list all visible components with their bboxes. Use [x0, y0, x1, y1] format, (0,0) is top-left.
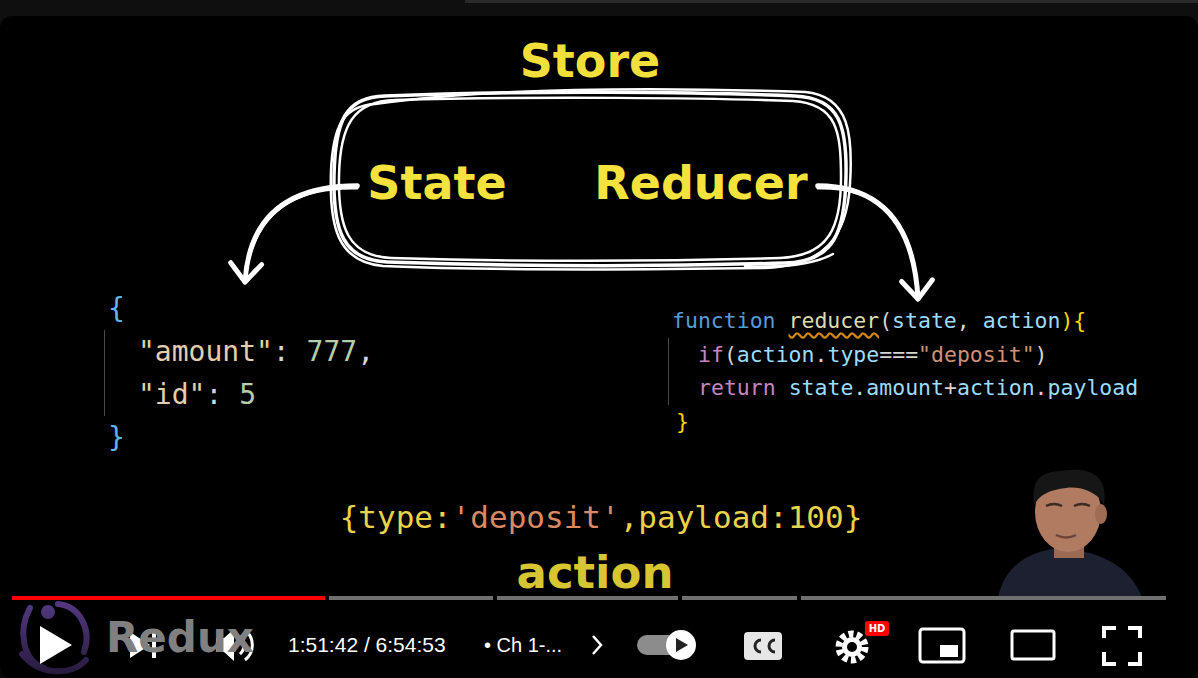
play-button: [40, 626, 72, 664]
code-token: ){: [1060, 308, 1086, 333]
code-token: .: [1035, 375, 1048, 400]
action-object: {type:'deposit',payload:100}: [340, 499, 863, 536]
code-token: ): [1035, 342, 1048, 367]
hd-badge: [865, 621, 889, 636]
time-display: 1:51:42 / 6:54:53: [288, 632, 446, 657]
code-token: 100: [788, 499, 844, 535]
node-text: Reducer: [594, 155, 807, 211]
code-token: ===: [879, 342, 918, 367]
code-token: .: [853, 375, 866, 400]
code-token: }: [676, 409, 689, 434]
state-label: State: [367, 155, 506, 211]
code-token: :: [433, 499, 452, 535]
code-token: :: [769, 499, 788, 535]
code-token: ,: [620, 499, 639, 535]
miniplayer-icon: [920, 629, 964, 662]
store-outline: StoreState Reducer: [325, 26, 855, 276]
arrow-head: [231, 263, 262, 282]
code-token: action: [983, 308, 1061, 333]
code-line: {: [104, 287, 374, 330]
node-text: Store: [325, 26, 855, 89]
reducer-label: Reducer: [594, 155, 807, 211]
chapter-title: • Ch 1-...: [484, 633, 562, 657]
code-token: 5: [239, 378, 256, 411]
code-token: :: [273, 335, 307, 368]
code-token: [776, 308, 789, 333]
presenter-figure: [998, 470, 1142, 598]
code-line: "amount": 777,: [104, 330, 374, 373]
code-line: "id": 5: [104, 373, 374, 416]
code-token: action: [737, 342, 815, 367]
chapter-chevron: [593, 636, 601, 654]
code-line: function reducer(state, action){: [668, 304, 1138, 338]
code-token: ,: [957, 308, 983, 333]
code-line: }: [104, 416, 374, 459]
node-text: State: [367, 155, 506, 211]
state-json-block: {"amount": 777,"id": 5}: [104, 287, 374, 459]
code-token: .: [815, 342, 828, 367]
oval-stroke: [339, 98, 841, 261]
code-line: }: [668, 405, 1138, 439]
code-token: payload: [638, 499, 769, 535]
code-token: +: [944, 375, 957, 400]
code-token: state: [789, 375, 854, 400]
oval-stroke: [331, 89, 851, 269]
reducer-code-block: function reducer(state, action){if(actio…: [668, 304, 1138, 438]
code-token: "deposit": [918, 342, 1035, 367]
code-token: }: [844, 499, 863, 535]
code-line: if(action.type==="deposit"): [668, 338, 1138, 372]
code-token: return: [698, 375, 776, 400]
code-token: "amount": [138, 335, 273, 368]
code-token: payload: [1048, 375, 1139, 400]
code-token: amount: [866, 375, 944, 400]
theater-icon: [1012, 631, 1054, 659]
code-token: 'deposit': [452, 499, 620, 535]
code-token: "id": [138, 378, 205, 411]
code-line: return state.amount+action.payload: [668, 371, 1138, 405]
code-token: ,: [357, 335, 374, 368]
code-token: {: [108, 292, 125, 325]
code-token: function: [672, 308, 776, 333]
arrow-head: [902, 280, 933, 299]
code-token: type: [358, 499, 433, 535]
hd-text: HD: [869, 623, 886, 635]
code-token: [776, 375, 789, 400]
code-token: if: [698, 342, 724, 367]
oval-stroke: [745, 254, 833, 267]
code-token: reducer: [789, 308, 880, 333]
action-caption: action: [517, 546, 674, 600]
code-token: state: [892, 308, 957, 333]
code-token: :: [205, 378, 239, 411]
code-token: (: [724, 342, 737, 367]
curved-arrow: [818, 186, 933, 299]
code-token: action: [957, 375, 1035, 400]
code-token: }: [108, 421, 125, 454]
captions-icon: [744, 632, 782, 660]
code-token: {: [340, 499, 359, 535]
oval-stroke: [334, 92, 846, 265]
autoplay-toggle: [637, 630, 696, 660]
watermark: Redux: [106, 613, 254, 663]
code-token: 777: [307, 335, 358, 368]
settings-gear: [839, 634, 865, 660]
code-token: (: [879, 308, 892, 333]
fullscreen-icon: [1104, 628, 1140, 664]
code-token: type: [827, 342, 879, 367]
